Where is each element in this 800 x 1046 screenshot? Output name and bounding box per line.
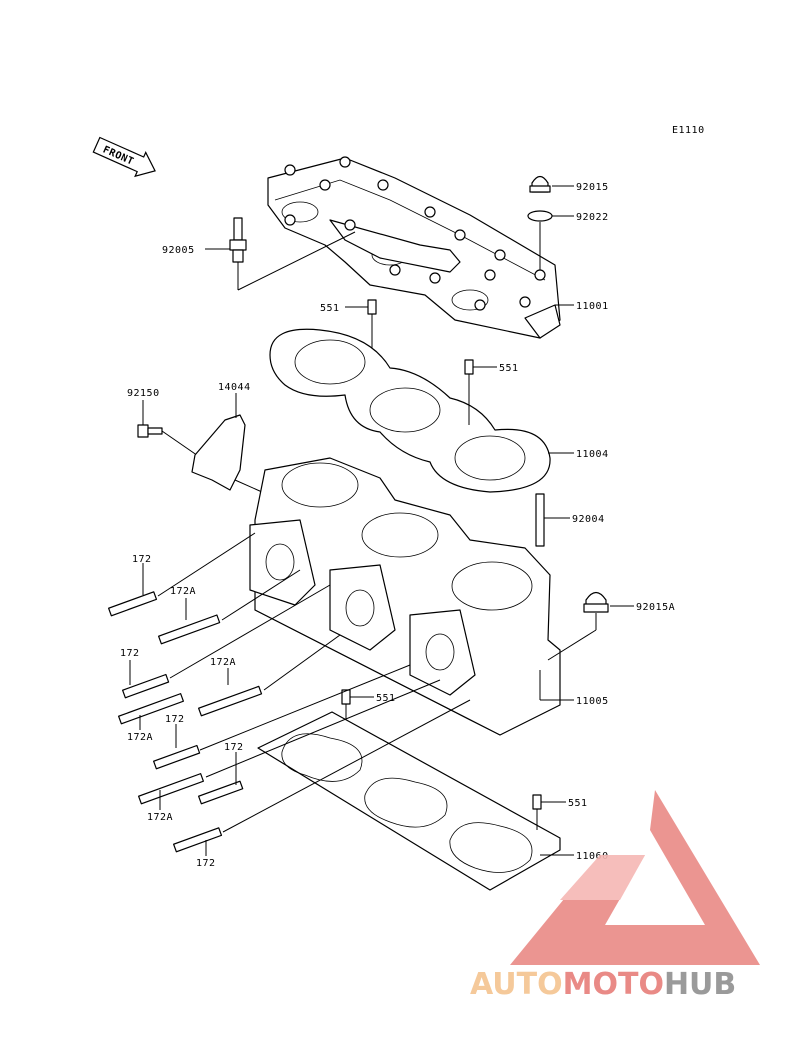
callout-14044: 14044: [218, 382, 251, 393]
stud-92004: [535, 493, 545, 547]
callout-92005: 92005: [162, 245, 195, 256]
dowel-pin-551-top: [367, 299, 377, 315]
callout-551-low: 551: [376, 693, 396, 704]
dowel-pin-551-mid: [464, 359, 474, 375]
callout-11005: 11005: [576, 696, 609, 707]
stud-callout-172-1: 172: [132, 554, 152, 565]
callout-92004: 92004: [572, 514, 605, 525]
callout-551-bottom: 551: [568, 798, 588, 809]
cylinder-head: [267, 156, 561, 339]
callout-551-top: 551: [320, 303, 340, 314]
figure-code: E1110: [672, 125, 705, 136]
callout-11001: 11001: [576, 301, 609, 312]
dowel-pin-551-bottom: [532, 794, 542, 810]
stud-callout-172-3: 172: [165, 714, 185, 725]
callout-92015A: 92015A: [636, 602, 675, 613]
base-gasket: [257, 711, 561, 891]
washer-92022: [527, 210, 553, 222]
callout-92150: 92150: [127, 388, 160, 399]
front-arrow-icon: FRONT: [92, 136, 156, 178]
fitting-92005: [229, 217, 247, 263]
cap-nut-92015: [529, 175, 551, 193]
callout-551-mid: 551: [499, 363, 519, 374]
stud-callout-172-4: 172: [224, 742, 244, 753]
stud-callout-172-5: 172: [196, 858, 216, 869]
studs-group: 172 172A 172 172A 172A 172 172 172A 172: [108, 532, 471, 869]
bracket-14044: [191, 414, 246, 491]
stud-callout-172-2: 172: [120, 648, 140, 659]
callout-92015: 92015: [576, 182, 609, 193]
bolt-92150: [137, 424, 163, 438]
callout-11004: 11004: [576, 449, 609, 460]
stud-callout-172A-4: 172A: [147, 812, 173, 823]
head-gasket: [269, 328, 551, 493]
watermark-text: AUTOMOTOHUB: [470, 967, 736, 1002]
watermark-logo: [510, 790, 760, 965]
stud-callout-172A-2: 172A: [127, 732, 153, 743]
cap-nut-92015A: [583, 591, 609, 613]
cylinder-block: [249, 457, 561, 736]
callout-11060: 11060: [576, 851, 609, 862]
callout-92022: 92022: [576, 212, 609, 223]
stud-callout-172A-1: 172A: [170, 586, 196, 597]
stud-callout-172A-3: 172A: [210, 657, 236, 668]
